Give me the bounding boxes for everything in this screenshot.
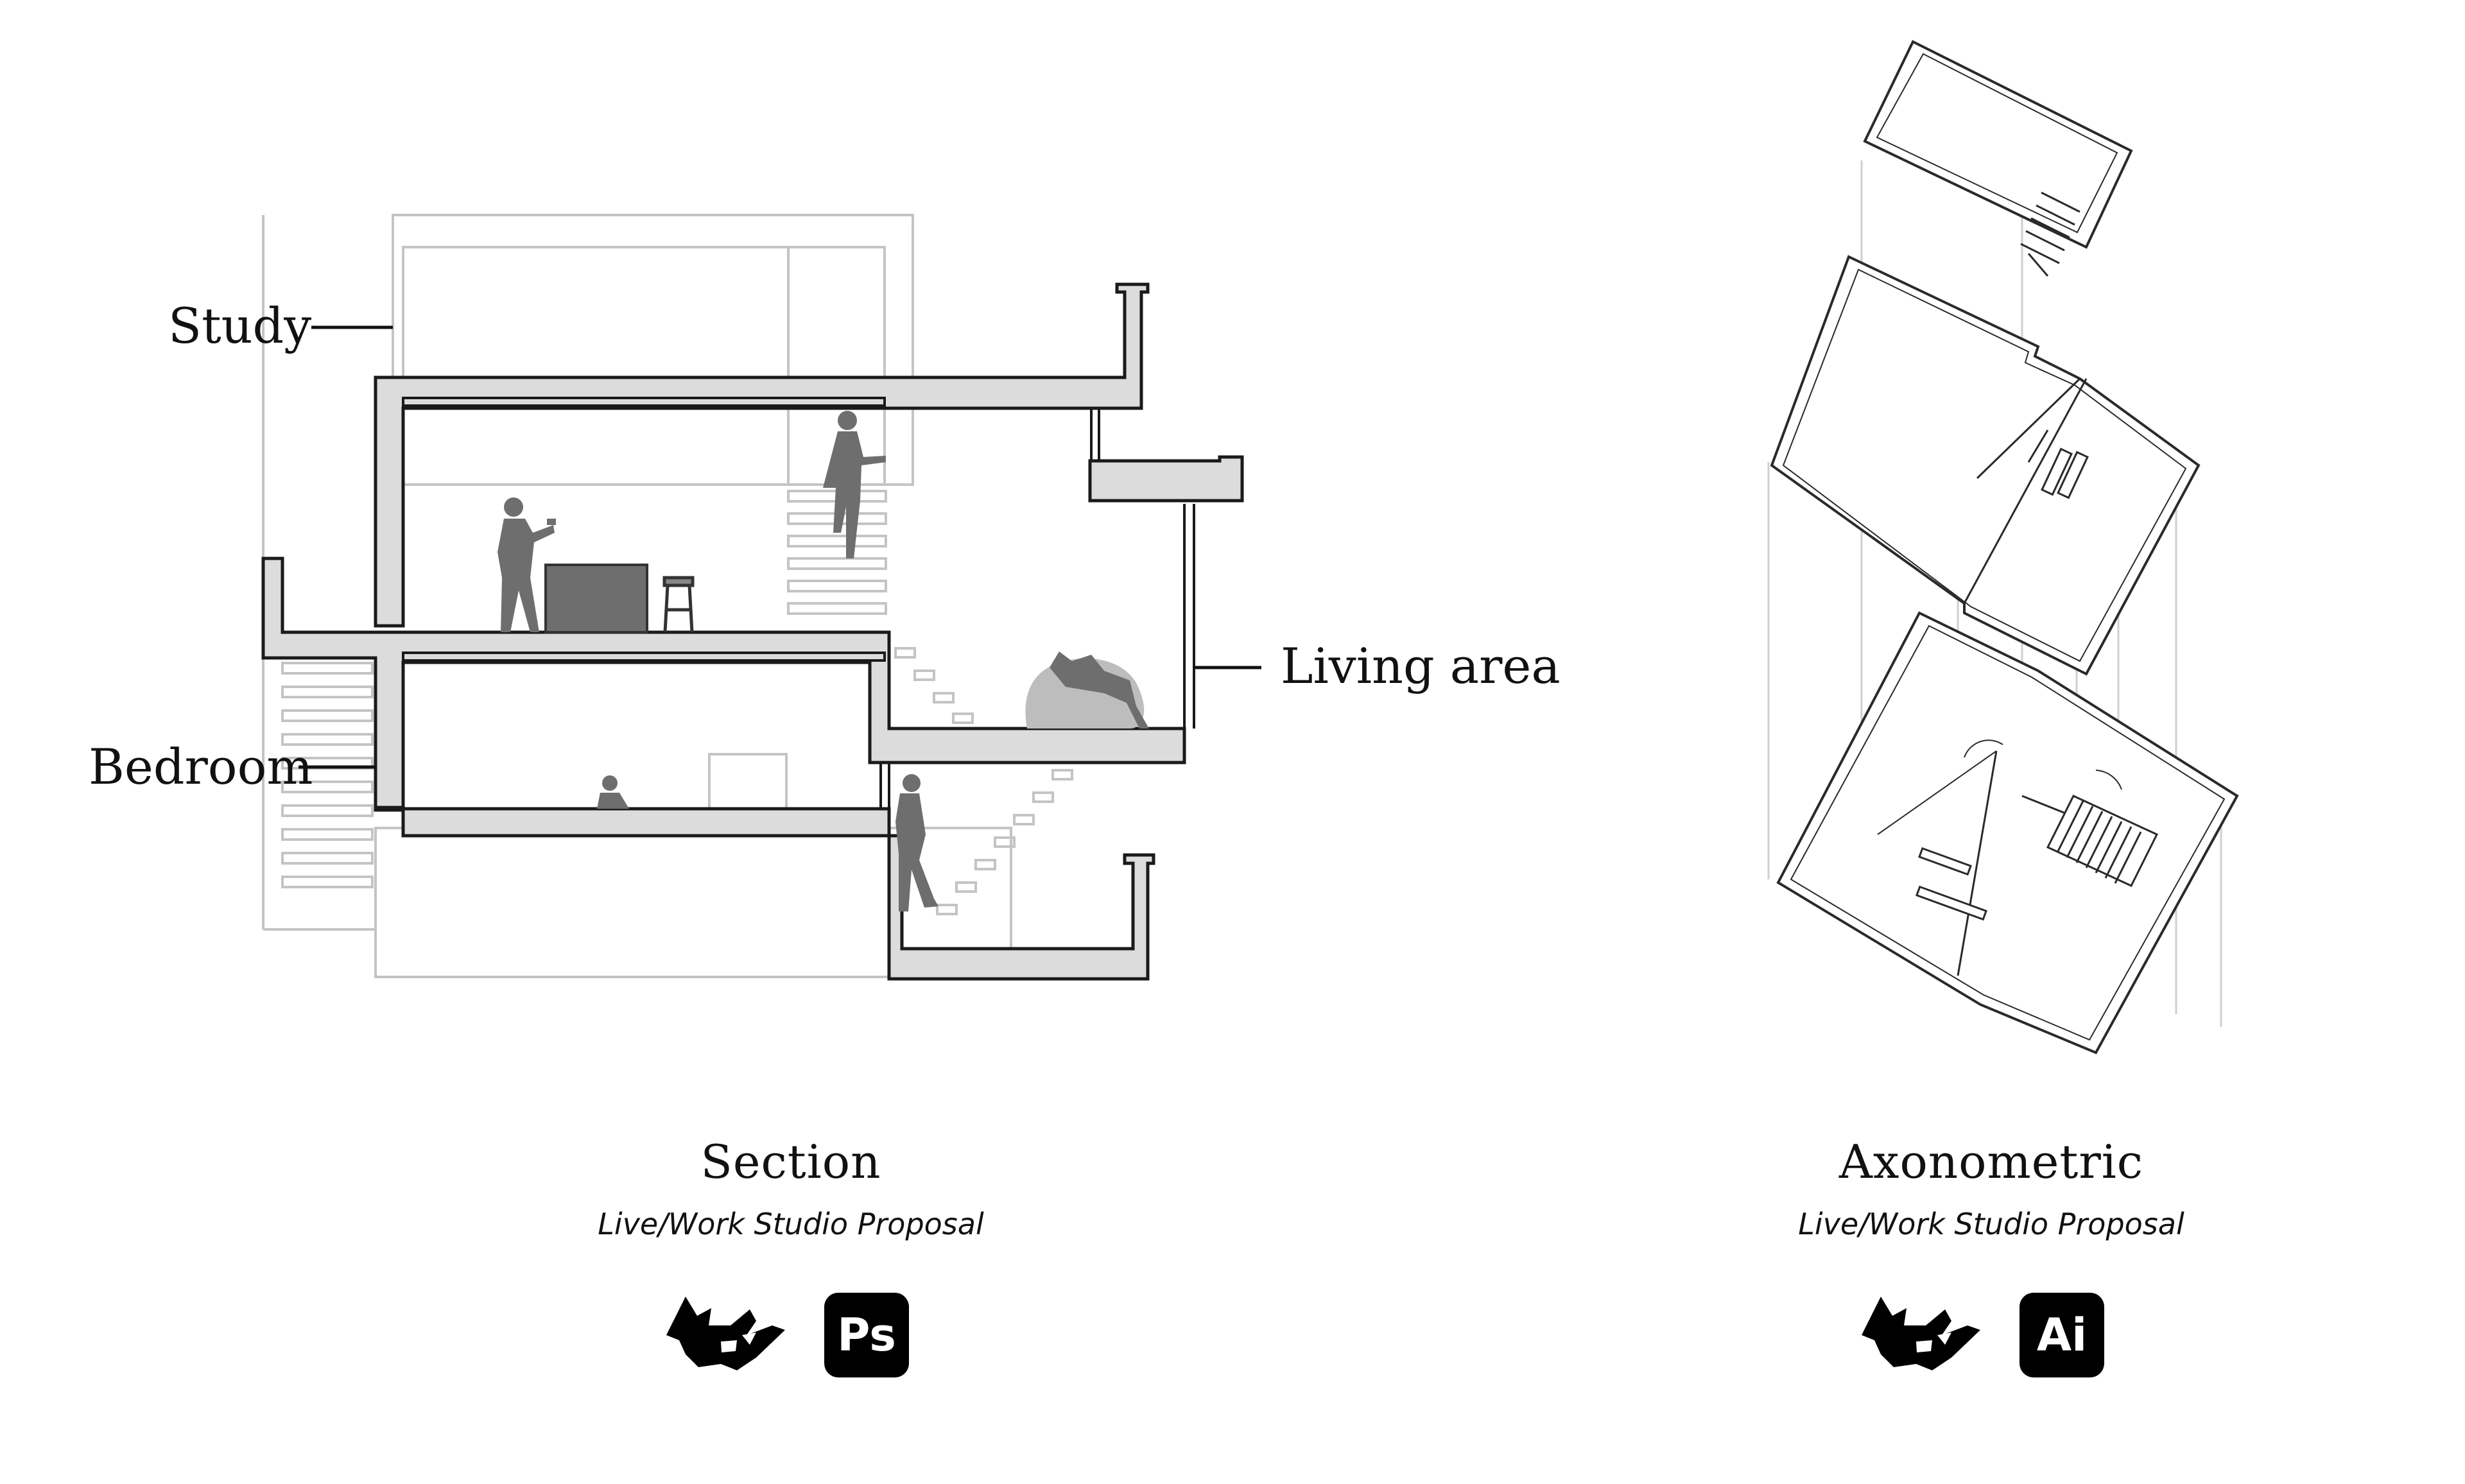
axo-ground-level [1776, 611, 2239, 1055]
axonometric-title: Axonometric [1838, 1135, 2144, 1189]
axo-middle-level [1770, 255, 2201, 676]
rhino-icon [1862, 1297, 1980, 1370]
person-walking-down [895, 774, 938, 911]
section-structure [261, 282, 1244, 981]
axonometric-software-icons: Ai [1855, 1290, 2104, 1380]
rhino-icon [666, 1297, 785, 1370]
bar-stool [662, 576, 695, 633]
axonometric-caption: Axonometric Live/Work Studio Proposal [1702, 1135, 2280, 1241]
photoshop-icon: Ps [824, 1293, 909, 1377]
left-stair [281, 662, 374, 888]
person-cooking [497, 497, 556, 632]
section-title: Section [700, 1135, 881, 1189]
section-details [402, 397, 1195, 809]
person-reclining [1050, 651, 1149, 729]
floating-steps [894, 647, 1073, 915]
section-subtitle: Live/Work Studio Proposal [598, 1207, 984, 1241]
label-study: Study [168, 297, 312, 354]
axo-roof-level [1863, 40, 2133, 277]
kitchen-island [544, 564, 648, 634]
person-sitting [597, 775, 629, 809]
label-bedroom: Bedroom [89, 738, 313, 795]
person-on-stairs [823, 411, 886, 558]
section-caption: Section Live/Work Studio Proposal [502, 1135, 1080, 1241]
axonometric-subtitle: Live/Work Studio Proposal [1798, 1207, 2184, 1241]
leader-lines [298, 325, 1261, 769]
section-software-icons: Ps [660, 1290, 909, 1380]
label-living-area: Living area [1281, 637, 1561, 695]
illustrator-icon: Ai [2020, 1293, 2104, 1377]
axo-ground-stair [2046, 795, 2159, 887]
